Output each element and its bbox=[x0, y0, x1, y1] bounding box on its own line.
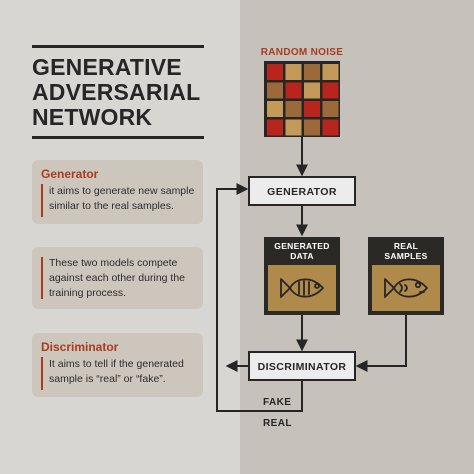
noise-cell bbox=[304, 119, 320, 136]
noise-cell bbox=[267, 119, 283, 136]
generated-data-label-line2: DATA bbox=[290, 251, 314, 261]
title-rule-top bbox=[32, 45, 204, 48]
real-samples-label-line1: REAL bbox=[394, 241, 418, 251]
generator-box bbox=[248, 176, 356, 206]
page-title: GENERATIVE ADVERSARIAL NETWORK bbox=[32, 54, 201, 130]
noise-cell bbox=[285, 119, 302, 136]
real-samples-image bbox=[372, 265, 440, 311]
noise-cell bbox=[322, 119, 339, 136]
discriminator-card-heading: Discriminator bbox=[41, 340, 119, 354]
noise-cell bbox=[304, 64, 320, 80]
noise-cell bbox=[267, 64, 283, 80]
arrow-real-samples-to-discriminator bbox=[355, 315, 407, 372]
random-noise-label: RANDOM NOISE bbox=[261, 47, 344, 58]
title-rule-bottom bbox=[32, 136, 204, 139]
compete-card-text: These two models compete against each ot… bbox=[49, 257, 186, 299]
discriminator-card-text: It aims to tell if the generated sample … bbox=[49, 358, 184, 385]
generated-data-label-line1: GENERATED bbox=[274, 241, 329, 251]
arrow-feedback-to-generator bbox=[216, 183, 303, 412]
generator-box-label: GENERATOR bbox=[267, 186, 337, 198]
generator-card: Generator it aims to generate new sample… bbox=[32, 160, 203, 224]
noise-cell bbox=[285, 82, 302, 99]
real-samples-label-line2: SAMPLES bbox=[384, 251, 427, 261]
generated-data-image bbox=[268, 265, 336, 311]
noise-cell bbox=[304, 101, 320, 117]
generator-card-text: it aims to generate new sample similar t… bbox=[49, 185, 195, 212]
fish-icon bbox=[384, 278, 428, 298]
noise-cell bbox=[304, 82, 320, 99]
noise-cell bbox=[322, 101, 339, 117]
generator-card-bar bbox=[41, 184, 43, 217]
compete-card: These two models compete against each ot… bbox=[32, 247, 203, 309]
noise-cell bbox=[285, 101, 302, 117]
real-output-label: REAL bbox=[263, 418, 292, 429]
fish-icon bbox=[280, 278, 324, 298]
noise-cell bbox=[322, 82, 339, 99]
fake-label: FAKE bbox=[263, 397, 291, 408]
discriminator-box-label: DISCRIMINATOR bbox=[258, 361, 347, 373]
noise-cell bbox=[285, 64, 302, 80]
discriminator-card-bar bbox=[41, 357, 43, 390]
discriminator-card: Discriminator It aims to tell if the gen… bbox=[32, 333, 203, 397]
generator-card-heading: Generator bbox=[41, 167, 99, 181]
noise-cell bbox=[267, 101, 283, 117]
noise-grid bbox=[267, 64, 339, 136]
compete-card-bar bbox=[41, 257, 43, 299]
noise-cell bbox=[322, 64, 339, 80]
noise-cell bbox=[267, 82, 283, 99]
